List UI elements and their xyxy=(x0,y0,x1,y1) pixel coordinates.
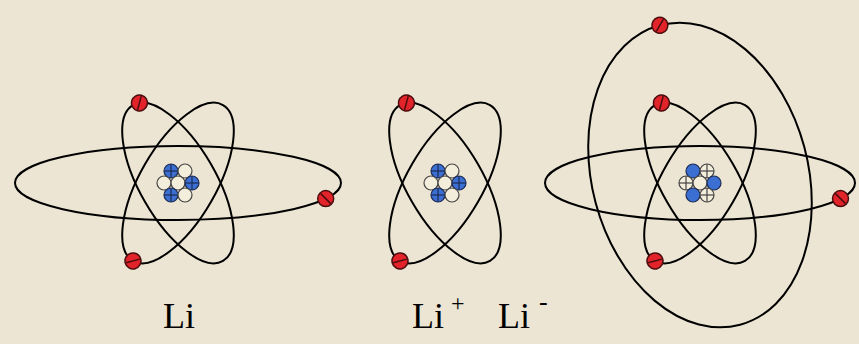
neutral-atom xyxy=(15,86,341,280)
cation-atom xyxy=(367,86,523,280)
element-symbol: Li xyxy=(412,298,444,334)
anion-atom xyxy=(545,0,855,344)
element-symbol: Li xyxy=(498,298,530,334)
element-symbol: Li xyxy=(163,298,195,334)
charge-sign: - xyxy=(539,289,548,315)
charge-sign: + xyxy=(451,291,465,315)
